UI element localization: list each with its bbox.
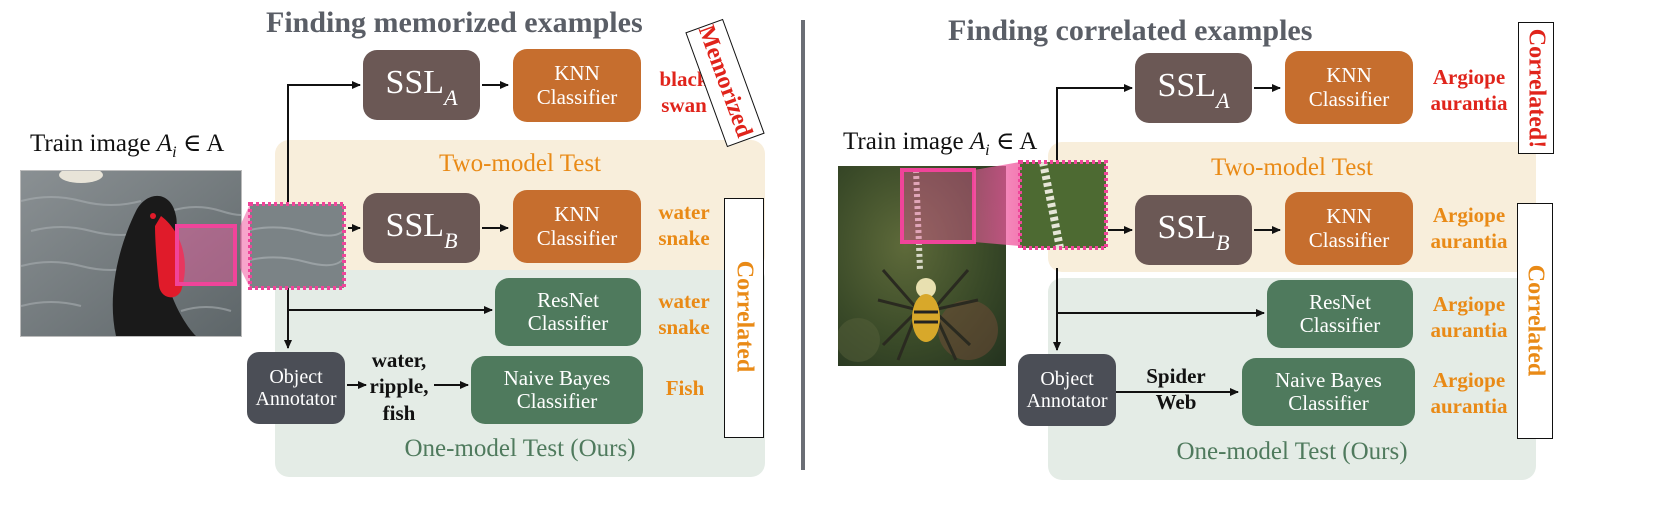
left-title: Finding memorized examples bbox=[266, 6, 643, 39]
left-two-model-label: Two-model Test bbox=[439, 150, 601, 177]
left-tags: water,ripple,fish bbox=[369, 348, 429, 425]
left-arrows bbox=[284, 81, 509, 389]
left-crop-patch bbox=[240, 202, 346, 290]
spider-photo bbox=[838, 160, 1108, 366]
right-flag-correlated-top: Correlated! bbox=[1518, 22, 1554, 154]
right-title: Finding correlated examples bbox=[948, 14, 1313, 47]
right-crop-connector bbox=[974, 162, 1020, 246]
right-ssl-b-box: SSLB bbox=[1135, 195, 1252, 265]
right-flag-correlated-side: Correlated bbox=[1517, 203, 1553, 439]
left-ssl-a-box: SSLA bbox=[363, 50, 480, 120]
right-flag-correlated-side-text: Correlated bbox=[1522, 264, 1549, 377]
center-divider bbox=[801, 20, 805, 470]
black-swan-photo-art bbox=[21, 171, 241, 336]
left-result-bayes: Fish bbox=[665, 376, 705, 400]
left-flag-correlated: Correlated bbox=[724, 198, 764, 438]
arrow-to-ssl-a bbox=[287, 81, 361, 203]
right-two-model-label: Two-model Test bbox=[1211, 154, 1373, 181]
right-arrows bbox=[1053, 84, 1281, 396]
left-ssl-b-box: SSLB bbox=[363, 193, 480, 263]
right-flag-correlated-top-text: Correlated! bbox=[1523, 28, 1550, 149]
right-one-model-label: One-model Test (Ours) bbox=[1176, 438, 1408, 465]
arrow-to-ssl-a-right bbox=[1056, 84, 1133, 162]
left-one-model-label: One-model Test (Ours) bbox=[404, 435, 636, 462]
right-ssl-a-box: SSLA bbox=[1135, 53, 1252, 123]
left-flag-correlated-text: Correlated bbox=[731, 260, 758, 373]
right-train-label: Train image Ai ∈ A bbox=[843, 128, 1038, 159]
left-train-label: Train image Ai ∈ A bbox=[30, 130, 225, 161]
black-swan-photo bbox=[20, 170, 242, 337]
left-crop-connector bbox=[240, 204, 250, 288]
